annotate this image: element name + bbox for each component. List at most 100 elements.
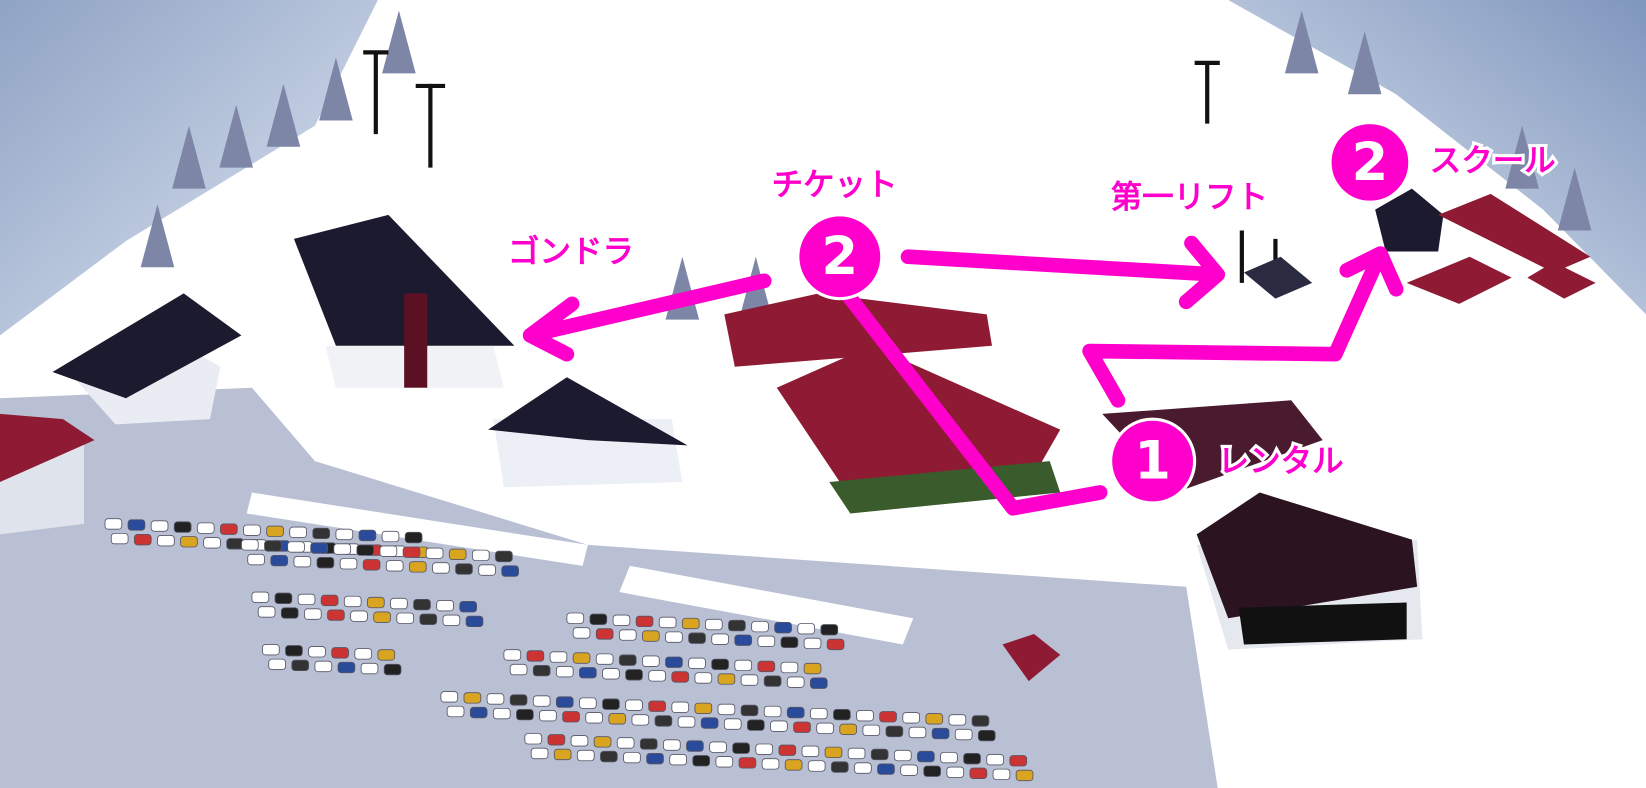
car (717, 703, 736, 716)
car (440, 691, 459, 703)
car (885, 725, 904, 738)
car (589, 613, 608, 625)
car (503, 649, 522, 661)
car (734, 634, 753, 646)
tree-icon (1557, 167, 1592, 231)
marker-circle (1109, 417, 1197, 505)
car (549, 651, 568, 663)
car (917, 750, 935, 763)
car (778, 744, 797, 756)
car (709, 741, 727, 753)
car (157, 535, 175, 547)
marker-rental[interactable]: 1 レンタル (1109, 417, 1347, 505)
car (262, 644, 280, 656)
car (509, 663, 528, 676)
marker-school[interactable]: 2 スクール (1328, 121, 1559, 204)
car (576, 749, 595, 762)
car (977, 729, 996, 742)
car (226, 538, 244, 550)
car (681, 617, 700, 630)
car (289, 526, 307, 538)
car (711, 633, 729, 645)
car (986, 754, 1004, 766)
car (948, 714, 967, 726)
car (495, 550, 513, 563)
car (600, 750, 618, 763)
parked-cars (104, 518, 1034, 782)
forest-right (1228, 0, 1646, 315)
car (908, 726, 927, 739)
car (432, 562, 450, 574)
car (459, 601, 478, 613)
car (532, 695, 551, 707)
tree-icon (319, 57, 353, 121)
car (612, 614, 631, 626)
label-ticket: チケット (772, 167, 898, 203)
car (694, 702, 713, 715)
car (786, 676, 805, 688)
car (688, 657, 706, 669)
car (331, 647, 349, 659)
label-rental: レンタル (1218, 444, 1344, 480)
car (751, 620, 769, 633)
car (593, 736, 612, 748)
arrow-rental-to-school (1082, 246, 1404, 408)
car (797, 623, 816, 635)
car (251, 591, 270, 603)
car (280, 607, 299, 619)
car (830, 761, 849, 773)
car (946, 766, 965, 778)
car (728, 619, 746, 632)
snow-bank (246, 492, 588, 566)
car (547, 734, 566, 746)
car (220, 523, 238, 535)
car (478, 564, 496, 576)
car (196, 522, 215, 534)
car (442, 614, 461, 626)
car (826, 638, 845, 651)
car (203, 537, 221, 549)
car (572, 627, 591, 639)
tree-icon (172, 125, 206, 189)
car (333, 543, 352, 555)
car (740, 704, 759, 717)
car (740, 674, 759, 686)
car (595, 653, 614, 665)
car (354, 648, 373, 660)
car (532, 664, 551, 677)
car (723, 718, 742, 730)
car (465, 615, 484, 628)
car (732, 742, 750, 754)
car (539, 710, 557, 722)
car (757, 660, 776, 673)
car (971, 715, 990, 727)
car (396, 612, 415, 624)
car (366, 596, 385, 609)
car (373, 611, 391, 623)
car (618, 654, 637, 666)
car (677, 716, 696, 728)
car (839, 723, 858, 735)
car (127, 519, 146, 531)
car (524, 733, 543, 745)
car (241, 539, 259, 551)
tree-icon (1505, 125, 1539, 189)
car (266, 525, 284, 537)
label-gondola[interactable]: ゴンドラ (505, 230, 637, 273)
car (639, 738, 658, 750)
car (335, 528, 354, 541)
car (379, 545, 398, 557)
car (1015, 769, 1034, 782)
lift-poles (363, 50, 1278, 294)
label-first-lift[interactable]: 第一リフト (1107, 176, 1271, 218)
marker-ticket[interactable]: 2 チケット (768, 164, 901, 301)
car (694, 672, 713, 684)
car (455, 563, 473, 575)
car (786, 706, 805, 719)
car (291, 659, 310, 672)
car (469, 706, 488, 719)
car (923, 765, 941, 777)
car (243, 524, 261, 536)
